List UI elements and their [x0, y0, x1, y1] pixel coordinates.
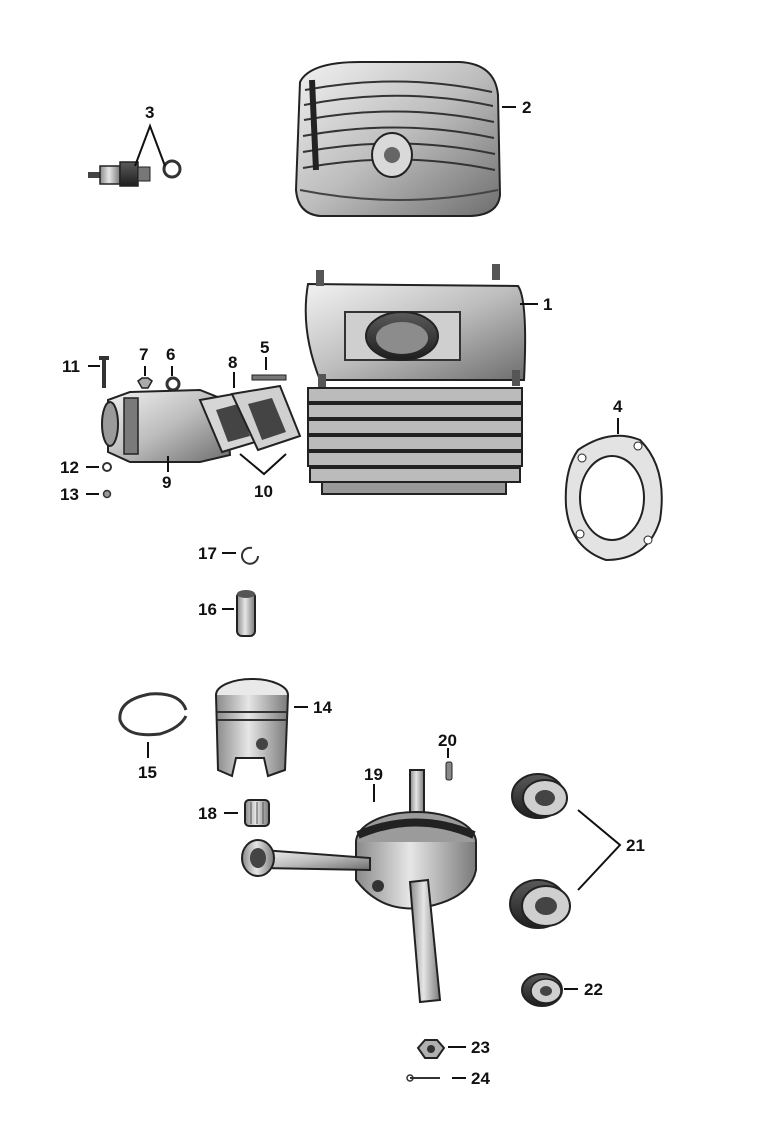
part-label-17: 17	[198, 544, 217, 563]
manifold-gaskets	[198, 384, 302, 454]
part-label-16: 16	[198, 600, 217, 619]
circlip	[241, 546, 259, 565]
part-label-3: 3	[145, 103, 154, 122]
castle-nut	[416, 1039, 446, 1059]
base-gasket	[564, 434, 663, 562]
part-label-11: 11	[62, 357, 80, 376]
part-label-10: 10	[254, 482, 273, 501]
washer-6	[165, 376, 181, 392]
part-label-23: 23	[471, 1038, 490, 1057]
part-label-2: 2	[522, 98, 531, 117]
part-label-8: 8	[228, 353, 237, 372]
part-label-13: 13	[60, 485, 79, 504]
part-labels: 2 3 1 4 5 6 7 8 11 12 13 9 10 17 16 14 1…	[60, 98, 645, 1088]
part-label-19: 19	[364, 765, 383, 784]
part-label-21: 21	[626, 836, 645, 855]
cylinder-head	[294, 61, 502, 217]
spark-plug-washer	[162, 159, 182, 179]
connecting-rod	[241, 839, 371, 877]
leader-lines	[86, 106, 622, 1079]
small-bearing	[521, 973, 563, 1007]
part-label-15: 15	[138, 763, 157, 782]
part-label-20: 20	[438, 731, 457, 750]
crank-key	[445, 761, 453, 781]
part-label-9: 9	[162, 473, 171, 492]
spark-plug	[88, 161, 151, 187]
washer-12	[102, 462, 112, 472]
crankshaft	[355, 769, 477, 1004]
piston	[215, 678, 289, 778]
pin-5	[251, 374, 287, 381]
washer-13	[102, 489, 112, 499]
nut-7	[137, 377, 153, 389]
main-bearing-lower	[509, 879, 571, 929]
part-label-24: 24	[471, 1069, 490, 1088]
part-label-12: 12	[60, 458, 79, 477]
intake-manifold	[101, 388, 232, 463]
intake-stud	[99, 356, 109, 388]
main-bearing-upper	[511, 773, 568, 819]
piston-pin	[236, 590, 256, 637]
part-label-1: 1	[543, 295, 552, 314]
part-label-6: 6	[166, 345, 175, 364]
part-label-4: 4	[613, 397, 623, 416]
cotter-pin	[406, 1074, 440, 1082]
part-label-22: 22	[584, 980, 603, 999]
part-label-18: 18	[198, 804, 217, 823]
part-label-14: 14	[313, 698, 332, 717]
piston-ring	[118, 692, 188, 737]
part-label-7: 7	[139, 345, 148, 364]
cylinder	[304, 264, 527, 495]
part-label-5: 5	[260, 338, 269, 357]
needle-bearing	[244, 799, 270, 827]
